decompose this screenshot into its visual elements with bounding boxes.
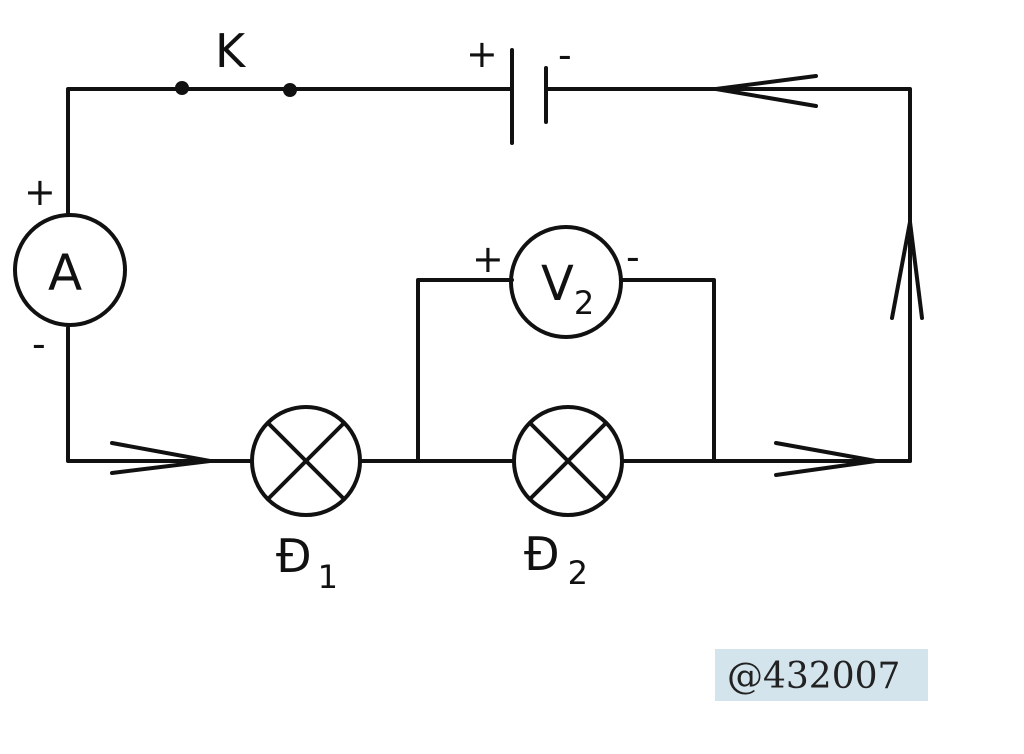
wire-top-right xyxy=(544,87,912,463)
lamp1-symbol xyxy=(250,405,362,517)
arrow-top-left xyxy=(714,74,818,108)
wire-voltmeter-left xyxy=(416,278,514,463)
arrow-right-up xyxy=(890,220,924,320)
voltmeter-subscript: 2 xyxy=(574,284,594,322)
lamp2-symbol xyxy=(512,405,624,517)
battery-minus-sign: - xyxy=(558,33,572,77)
ammeter-symbol xyxy=(13,213,127,327)
voltmeter-plus-sign: + xyxy=(472,237,504,281)
lamp2-subscript: 2 xyxy=(568,554,588,592)
voltmeter-label: V2 xyxy=(541,256,594,322)
switch-label: K xyxy=(215,24,247,78)
ammeter-minus-sign: - xyxy=(32,322,46,366)
ammeter-label: A xyxy=(48,244,82,302)
battery-plus-sign: + xyxy=(466,32,498,76)
voltmeter-symbol xyxy=(509,225,623,339)
voltmeter-minus-sign: - xyxy=(626,235,640,279)
voltmeter-letter: V xyxy=(541,256,574,312)
watermark-background xyxy=(715,649,928,701)
switch-contact-right xyxy=(283,83,297,97)
arrow-bottom-left xyxy=(110,441,212,475)
lamp2-cross-b xyxy=(528,421,608,501)
lamp1-subscript: 1 xyxy=(318,558,338,596)
switch-contact-left xyxy=(175,81,189,95)
wire-left-bottom xyxy=(66,326,254,463)
watermark-text: @432007 xyxy=(727,656,900,697)
ammeter-plus-sign: + xyxy=(24,170,56,214)
wire-voltmeter-right xyxy=(620,278,716,463)
wire-top-left xyxy=(66,87,184,215)
lamp1-letter: Đ xyxy=(276,529,312,583)
lamp2-letter: Đ xyxy=(524,527,560,581)
lamp1-cross-b xyxy=(266,421,346,501)
arrow-bottom-right xyxy=(774,441,878,477)
